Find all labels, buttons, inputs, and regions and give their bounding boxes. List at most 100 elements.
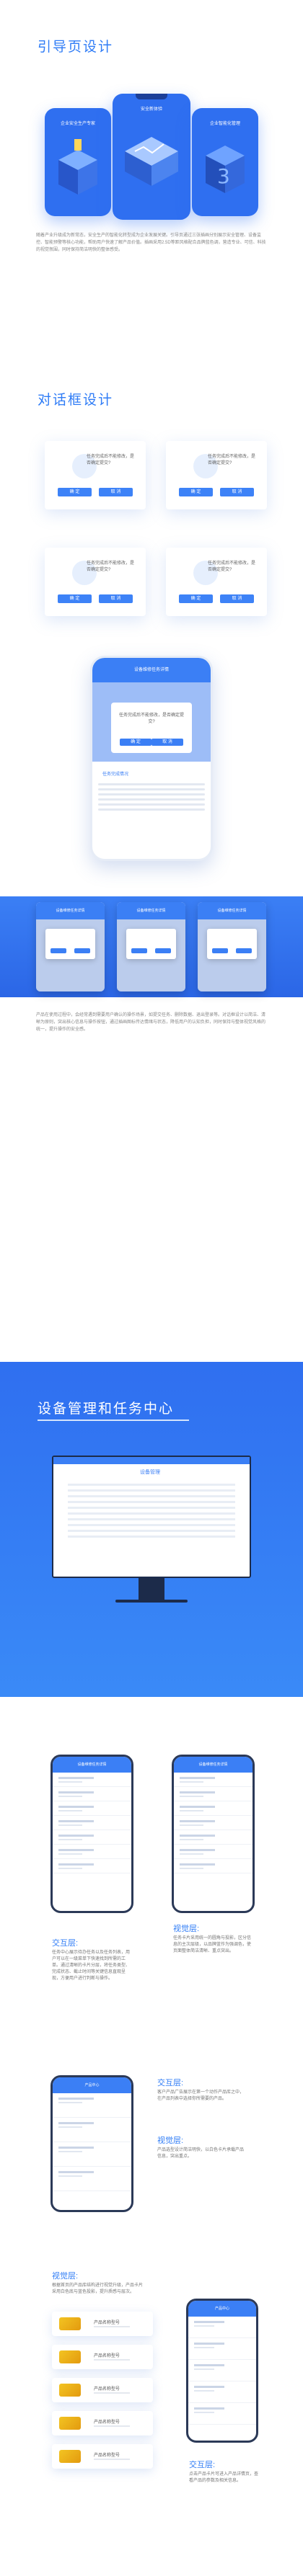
item-title	[180, 1849, 216, 1851]
task-interaction-title: 交互层:	[52, 1939, 79, 1948]
product-item[interactable]	[53, 2167, 131, 2191]
monitor-row	[68, 1489, 235, 1492]
item-title	[194, 2386, 225, 2388]
isometric-dashboard-icon	[125, 137, 178, 186]
item-title	[194, 2343, 225, 2345]
product-visual-title: 视觉层:	[157, 2136, 184, 2145]
grinder-icon	[59, 2384, 81, 2397]
band-ok-button[interactable]	[50, 948, 66, 954]
center-modal-cancel-button[interactable]: 取 消	[152, 739, 183, 746]
list-item[interactable]	[53, 1830, 131, 1845]
product-card-1[interactable]: 产品名称型号	[52, 2312, 153, 2336]
item-title	[194, 2321, 225, 2323]
list-item[interactable]	[174, 1801, 252, 1816]
item-sub	[194, 2325, 215, 2327]
list-item[interactable]	[53, 1773, 131, 1787]
band-ok-button[interactable]	[212, 948, 228, 954]
dialog-ok-button[interactable]: 确 定	[58, 488, 92, 496]
list-item[interactable]	[174, 1787, 252, 1801]
cards-visual-title: 视觉层:	[52, 2272, 79, 2281]
item-title	[180, 1835, 216, 1837]
monitor-stand	[139, 1578, 164, 1600]
product-name: 产品名称型号	[94, 2420, 120, 2425]
svg-text:3: 3	[217, 164, 230, 188]
product-name: 产品名称型号	[94, 2321, 120, 2325]
list-item[interactable]	[53, 1787, 131, 1801]
product-item[interactable]	[53, 2118, 131, 2142]
list-item[interactable]	[53, 1816, 131, 1830]
product-card-3[interactable]: 产品名称型号	[52, 2378, 153, 2402]
item-sub	[58, 2151, 82, 2152]
list-item[interactable]	[53, 1845, 131, 1859]
product-phone-title: 产品中心	[53, 2077, 131, 2093]
band-cancel-button[interactable]	[155, 948, 171, 954]
center-modal-message: 任务完成后不能修改，是否确定提交?	[118, 713, 184, 724]
list-item[interactable]	[174, 1816, 252, 1830]
band-modal	[207, 929, 257, 960]
monitor-screen: 设备管理	[52, 1456, 251, 1578]
product-item[interactable]	[188, 2381, 256, 2403]
product-item[interactable]	[53, 2093, 131, 2118]
list-item[interactable]	[53, 1801, 131, 1816]
product-visual-text: 产品选型设计简洁明快，以白色卡片承载产品信息，突出重点。	[157, 2148, 245, 2159]
band-phone-title: 设备维修任务详情	[36, 902, 105, 919]
band-phone-1: 设备维修任务详情	[36, 902, 105, 991]
section-guide: 引导页设计 企业安全生产专家 安全新体验 企业智能化管理	[0, 0, 303, 288]
dialog-ok-button[interactable]: 确 定	[179, 594, 213, 603]
dialog-cancel-button[interactable]: 取 消	[220, 488, 254, 496]
list-item[interactable]	[174, 1773, 252, 1787]
text-line	[98, 793, 205, 795]
monitor-row	[68, 1518, 235, 1520]
list-item[interactable]	[174, 1859, 252, 1873]
product-item[interactable]	[188, 2360, 256, 2381]
cards-interaction-title: 交互层:	[189, 2461, 216, 2469]
band-modal	[45, 929, 95, 960]
task-phone-right: 设备维修任务详情	[172, 1755, 255, 1913]
list-item[interactable]	[174, 1845, 252, 1859]
center-modal: 任务完成后不能修改，是否确定提交? 确 定 取 消	[111, 703, 192, 753]
task-phone-left: 设备维修任务详情	[50, 1755, 133, 1913]
guide-section-title: 引导页设计	[38, 40, 114, 55]
task-visual-title: 视觉层:	[173, 1925, 200, 1933]
band-cancel-button[interactable]	[74, 948, 90, 954]
product-item[interactable]	[188, 2403, 256, 2425]
monitor-header: 设备管理	[140, 1470, 160, 1475]
dialog-message: 任务完成后不能修改，是否确定提交?	[87, 561, 135, 572]
monitor-row	[68, 1536, 235, 1538]
item-sub	[194, 2368, 215, 2370]
dialog-cancel-button[interactable]: 取 消	[99, 488, 133, 496]
dialog-card-2: 任务完成后不能修改，是否确定提交? 确 定 取 消	[166, 441, 267, 509]
band-ok-button[interactable]	[131, 948, 147, 954]
product-item[interactable]	[188, 2317, 256, 2338]
list-item[interactable]	[53, 1859, 131, 1873]
product-name: 产品名称型号	[94, 2387, 120, 2392]
dialog-cancel-button[interactable]: 取 消	[220, 594, 254, 603]
product-card-4[interactable]: 产品名称型号	[52, 2411, 153, 2435]
dialog-band: 设备维修任务详情 设备维修任务详情 设备维修任务详情	[0, 896, 303, 997]
dialog-message: 任务完成后不能修改，是否确定提交?	[208, 561, 256, 572]
section-product: 产品中心 交互层: 客户产品广告展示在第一个动作产品库之中，在产品列表中选择你所…	[0, 2061, 303, 2234]
product-card-5[interactable]: 产品名称型号	[52, 2444, 153, 2469]
band-cancel-button[interactable]	[236, 948, 252, 954]
cards-visual-text: 根据首页的产品库结构进行视觉升级，产品卡片采用白色底与蓝色投影，提升质感与层次。	[52, 2283, 144, 2294]
item-title	[180, 1777, 216, 1779]
dialog-ok-button[interactable]: 确 定	[58, 594, 92, 603]
product-item[interactable]	[188, 2338, 256, 2360]
dialog-ok-button[interactable]: 确 定	[179, 488, 213, 496]
dialog-cancel-button[interactable]: 取 消	[99, 594, 133, 603]
task-phone-title: 设备维修任务详情	[174, 1757, 252, 1773]
list-item[interactable]	[174, 1830, 252, 1845]
item-title	[180, 1820, 216, 1822]
monitor-row	[68, 1501, 235, 1503]
center-modal-ok-button[interactable]: 确 定	[120, 739, 152, 746]
product-sub	[94, 2459, 130, 2460]
product-card-2[interactable]: 产品名称型号	[52, 2345, 153, 2369]
item-sub	[194, 2390, 215, 2392]
product-sub	[94, 2359, 130, 2361]
item-title	[194, 2364, 225, 2366]
product-sub	[94, 2425, 130, 2427]
item-sub	[58, 1796, 82, 1797]
product-item[interactable]	[53, 2142, 131, 2167]
item-sub	[58, 1868, 82, 1869]
